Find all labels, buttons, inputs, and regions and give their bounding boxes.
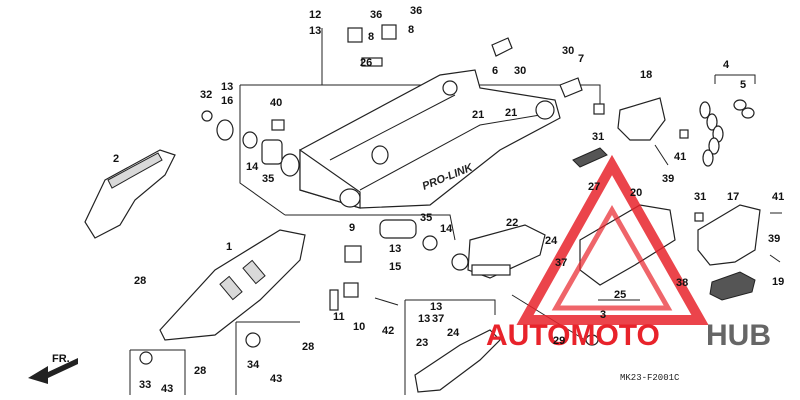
assembly-outline-left (239, 85, 286, 216)
callout-number: 10 (353, 321, 365, 333)
callout-number: 36 (410, 5, 422, 17)
drive-chain (699, 99, 755, 167)
callout-number: 13 (418, 313, 430, 325)
callout-number: 27 (588, 181, 600, 193)
callout-number: 37 (555, 257, 567, 269)
callout-number: 15 (389, 261, 401, 273)
callout-number: 24 (447, 327, 460, 339)
callout-number: 32 (200, 89, 212, 101)
callout-number: 8 (408, 24, 414, 36)
fasteners (139, 24, 782, 365)
callout-number: 37 (432, 313, 444, 325)
callout-number: 26 (360, 57, 372, 69)
callout-number: 16 (221, 95, 233, 107)
callout-number: 21 (472, 109, 484, 121)
callout-number: 31 (592, 131, 604, 143)
callout-number: 41 (674, 151, 686, 163)
callout-number: 17 (727, 191, 739, 203)
callout-number: 21 (505, 107, 517, 119)
callout-number: 34 (247, 359, 260, 371)
callout-number: 40 (270, 97, 282, 109)
callout-number: 19 (772, 276, 784, 288)
chain-slider-lower (414, 329, 501, 393)
callout-number: 3 (600, 309, 606, 321)
chain-guard-upper (84, 149, 176, 239)
callout-number: 42 (382, 325, 394, 337)
callout-number: 30 (562, 45, 574, 57)
callout-number: 29 (553, 335, 565, 347)
callout-number: 12 (309, 9, 321, 21)
assembly-outline-bottom (285, 214, 456, 241)
chain-block (709, 271, 756, 301)
callout-number: 11 (333, 311, 345, 323)
callout-number: 23 (416, 337, 428, 349)
watermark-logo (516, 154, 709, 325)
callout-number: 28 (302, 341, 314, 353)
callout-number: 2 (113, 153, 119, 165)
callout-number: 18 (640, 69, 652, 81)
front-arrow-icon (28, 358, 78, 384)
pad-27 (572, 147, 608, 168)
watermark-brand-left: AUTOMOTO (486, 319, 660, 352)
callout-number: 43 (161, 383, 173, 395)
callout-number: 25 (614, 289, 626, 301)
front-label: FR. (52, 353, 70, 365)
callout-number: 41 (772, 191, 784, 203)
bracket-18 (617, 97, 666, 141)
callout-number: 33 (139, 379, 151, 391)
callout-number: 28 (194, 365, 206, 377)
callout-number: 22 (506, 217, 518, 229)
swingarm: PRO-LINK (280, 69, 561, 209)
callout-number: 13 (221, 81, 233, 93)
callout-number: 4 (723, 59, 730, 71)
callout-number: 39 (768, 233, 780, 245)
callout-number: 39 (662, 173, 674, 185)
callout-number: 13 (430, 301, 442, 313)
callout-number: 35 (262, 173, 274, 185)
callout-number: 31 (694, 191, 706, 203)
callout-number: 6 (492, 65, 498, 77)
callout-number: 1 (226, 241, 232, 253)
callout-number: 14 (440, 223, 453, 235)
callout-number: 5 (740, 79, 746, 91)
callout-number: 43 (270, 373, 282, 385)
callout-number: 30 (514, 65, 526, 77)
callout-number: 35 (420, 212, 432, 224)
watermark-brand-right: HUB (706, 319, 771, 352)
callout-number: 8 (368, 31, 374, 43)
diagram-code: MK23-F2001C (620, 373, 680, 383)
callout-number: 9 (349, 222, 355, 234)
callout-number: 28 (134, 275, 146, 287)
callout-number: 13 (389, 243, 401, 255)
callout-number: 13 (309, 25, 321, 37)
callout-number: 7 (578, 53, 584, 65)
bracket-17 (697, 204, 761, 266)
assembly-outline-right (322, 84, 601, 110)
callout-number: 20 (630, 187, 642, 199)
callout-number: 24 (545, 235, 558, 247)
callout-number: 36 (370, 9, 382, 21)
callout-number: 38 (676, 277, 688, 289)
callout-number: 14 (246, 161, 259, 173)
